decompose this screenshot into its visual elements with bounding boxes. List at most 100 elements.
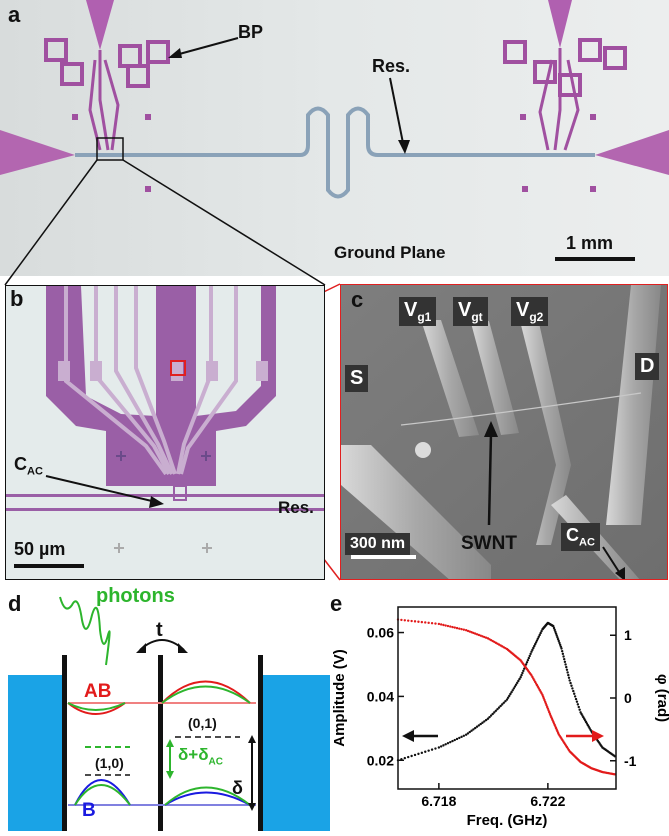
vg2-label: Vg2 xyxy=(511,297,549,326)
data-point xyxy=(514,683,518,686)
photons-label: photons xyxy=(96,585,175,607)
data-point xyxy=(451,625,454,629)
y-axis-label: Amplitude (V) xyxy=(331,649,348,747)
data-point xyxy=(468,630,471,633)
swnt-label: SWNT xyxy=(461,533,517,554)
state-01-label: (0,1) xyxy=(188,715,217,731)
data-point xyxy=(558,643,562,646)
data-point xyxy=(576,703,580,706)
d-electrode-label: D xyxy=(635,353,660,380)
data-point xyxy=(526,659,530,662)
data-point xyxy=(417,752,420,756)
data-point xyxy=(540,630,543,633)
data-point xyxy=(494,709,498,712)
b-label: B xyxy=(82,800,96,821)
y2-tick-label: 0 xyxy=(624,690,632,706)
data-point xyxy=(567,673,570,677)
data-point xyxy=(577,705,580,709)
x-tick-label: 6.718 xyxy=(421,793,456,809)
data-point xyxy=(523,667,526,670)
ground-plane-label: Ground Plane xyxy=(334,243,446,262)
data-point xyxy=(519,676,522,679)
delta-label: δ xyxy=(232,778,243,798)
series-amplitude xyxy=(396,621,617,762)
data-point xyxy=(531,648,534,652)
data-point xyxy=(535,639,539,642)
panel-b-letter: b xyxy=(10,286,24,311)
data-point xyxy=(446,742,450,745)
data-point xyxy=(462,628,466,631)
data-point xyxy=(533,644,536,648)
data-point xyxy=(442,744,445,747)
data-point xyxy=(479,634,482,637)
double-dot-diagram xyxy=(8,596,330,831)
data-point xyxy=(573,695,577,698)
data-point xyxy=(508,694,511,698)
data-point xyxy=(566,671,569,674)
data-point xyxy=(460,735,463,739)
data-point xyxy=(475,633,479,636)
cac-label-b: CAC xyxy=(14,454,43,478)
data-point xyxy=(451,739,454,743)
data-point xyxy=(533,643,537,646)
data-point xyxy=(555,634,558,637)
data-point xyxy=(481,635,484,638)
delta-ac-label: δ+δAC xyxy=(178,745,223,767)
delta-ac-main: δ+δ xyxy=(178,745,209,764)
vg1-label: Vg1 xyxy=(399,297,437,326)
data-point xyxy=(501,703,504,706)
data-point xyxy=(437,622,441,626)
data-point xyxy=(510,690,513,694)
data-point xyxy=(573,692,576,695)
x-tick-label: 6.722 xyxy=(530,793,565,809)
data-point xyxy=(400,618,403,622)
data-point xyxy=(453,626,456,629)
data-point xyxy=(569,681,572,685)
data-point xyxy=(578,708,581,711)
data-point xyxy=(511,689,514,692)
vgt-main: V xyxy=(458,299,472,321)
data-point xyxy=(530,650,533,653)
y2-axis-label: φ (rad) xyxy=(654,674,669,722)
series-phase xyxy=(396,618,617,776)
vg1-sub: g1 xyxy=(417,310,432,324)
vg1-main: V xyxy=(404,299,418,321)
data-point xyxy=(460,627,463,631)
cac-main-b: C xyxy=(14,454,27,474)
chart-series-layer xyxy=(396,618,617,776)
data-point xyxy=(537,635,540,639)
data-point xyxy=(430,622,434,625)
data-point xyxy=(470,729,473,732)
data-point xyxy=(516,681,519,685)
x-axis-label: Freq. (GHz) xyxy=(467,812,548,829)
data-point xyxy=(474,726,477,730)
data-point xyxy=(470,631,473,634)
data-point xyxy=(565,665,568,669)
data-point xyxy=(483,720,486,723)
data-point xyxy=(439,745,443,748)
data-point xyxy=(424,621,427,624)
data-point xyxy=(529,652,532,656)
data-point xyxy=(574,697,578,701)
panel-a-letter: a xyxy=(8,2,21,27)
data-point xyxy=(571,687,574,690)
data-point xyxy=(528,654,531,658)
panel-a-image: a BP Res. Ground Plane 1 mm xyxy=(0,0,669,276)
data-point xyxy=(559,645,563,648)
data-point xyxy=(442,623,445,627)
ab-label: AB xyxy=(84,681,112,702)
data-point xyxy=(512,687,516,690)
data-point xyxy=(554,630,557,633)
data-point xyxy=(553,628,556,632)
data-point xyxy=(518,677,521,681)
vg2-sub: g2 xyxy=(529,310,544,324)
data-point xyxy=(446,624,450,628)
data-point xyxy=(464,733,468,736)
data-point xyxy=(472,631,475,635)
data-point xyxy=(538,633,541,637)
data-point xyxy=(407,755,410,759)
vgt-label: Vgt xyxy=(453,297,488,326)
left-axis-arrow xyxy=(402,730,438,742)
